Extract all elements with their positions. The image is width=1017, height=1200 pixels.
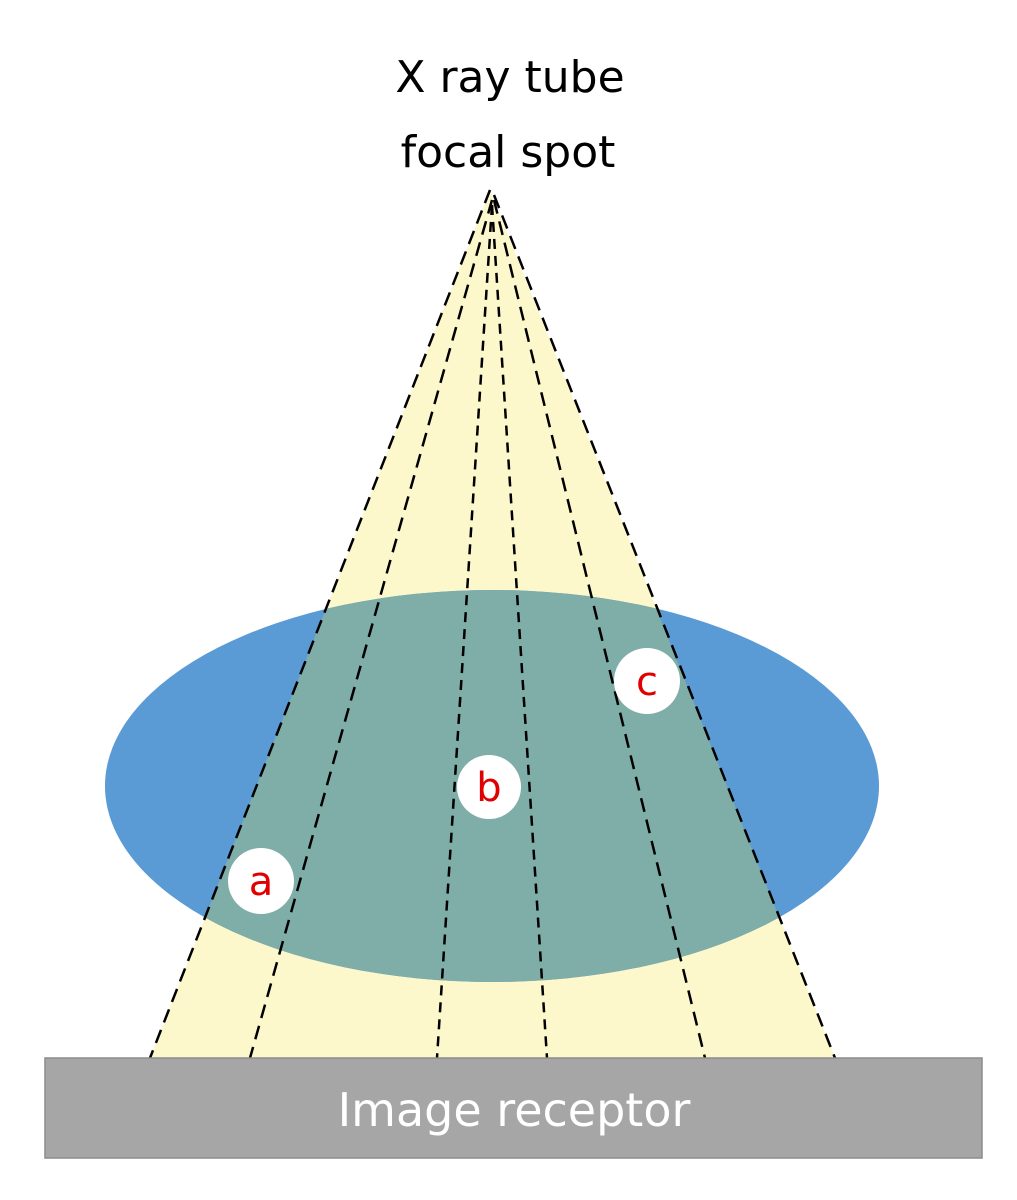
image-receptor: [44, 1057, 983, 1159]
ray-line: [490, 204, 549, 1059]
title-line-1: X ray tube: [395, 52, 624, 103]
ray-lines: [148, 189, 837, 1059]
title-line-2: focal spot: [401, 127, 616, 178]
ray-line: [148, 189, 492, 1059]
marker-a-circle: [228, 848, 294, 914]
marker-a: a: [228, 848, 294, 914]
marker-c-label: c: [636, 659, 658, 705]
marker-c: c: [614, 648, 680, 714]
marker-b-label: b: [476, 765, 501, 811]
marker-b: b: [457, 755, 521, 819]
ray-line: [492, 199, 707, 1059]
ray-line: [435, 204, 494, 1059]
image-receptor-label: Image receptor: [338, 1083, 691, 1137]
ray-line: [248, 199, 494, 1059]
marker-a-label: a: [249, 859, 274, 905]
marker-c-circle: [614, 648, 680, 714]
ray-line: [492, 194, 837, 1059]
marker-b-circle: [457, 755, 521, 819]
